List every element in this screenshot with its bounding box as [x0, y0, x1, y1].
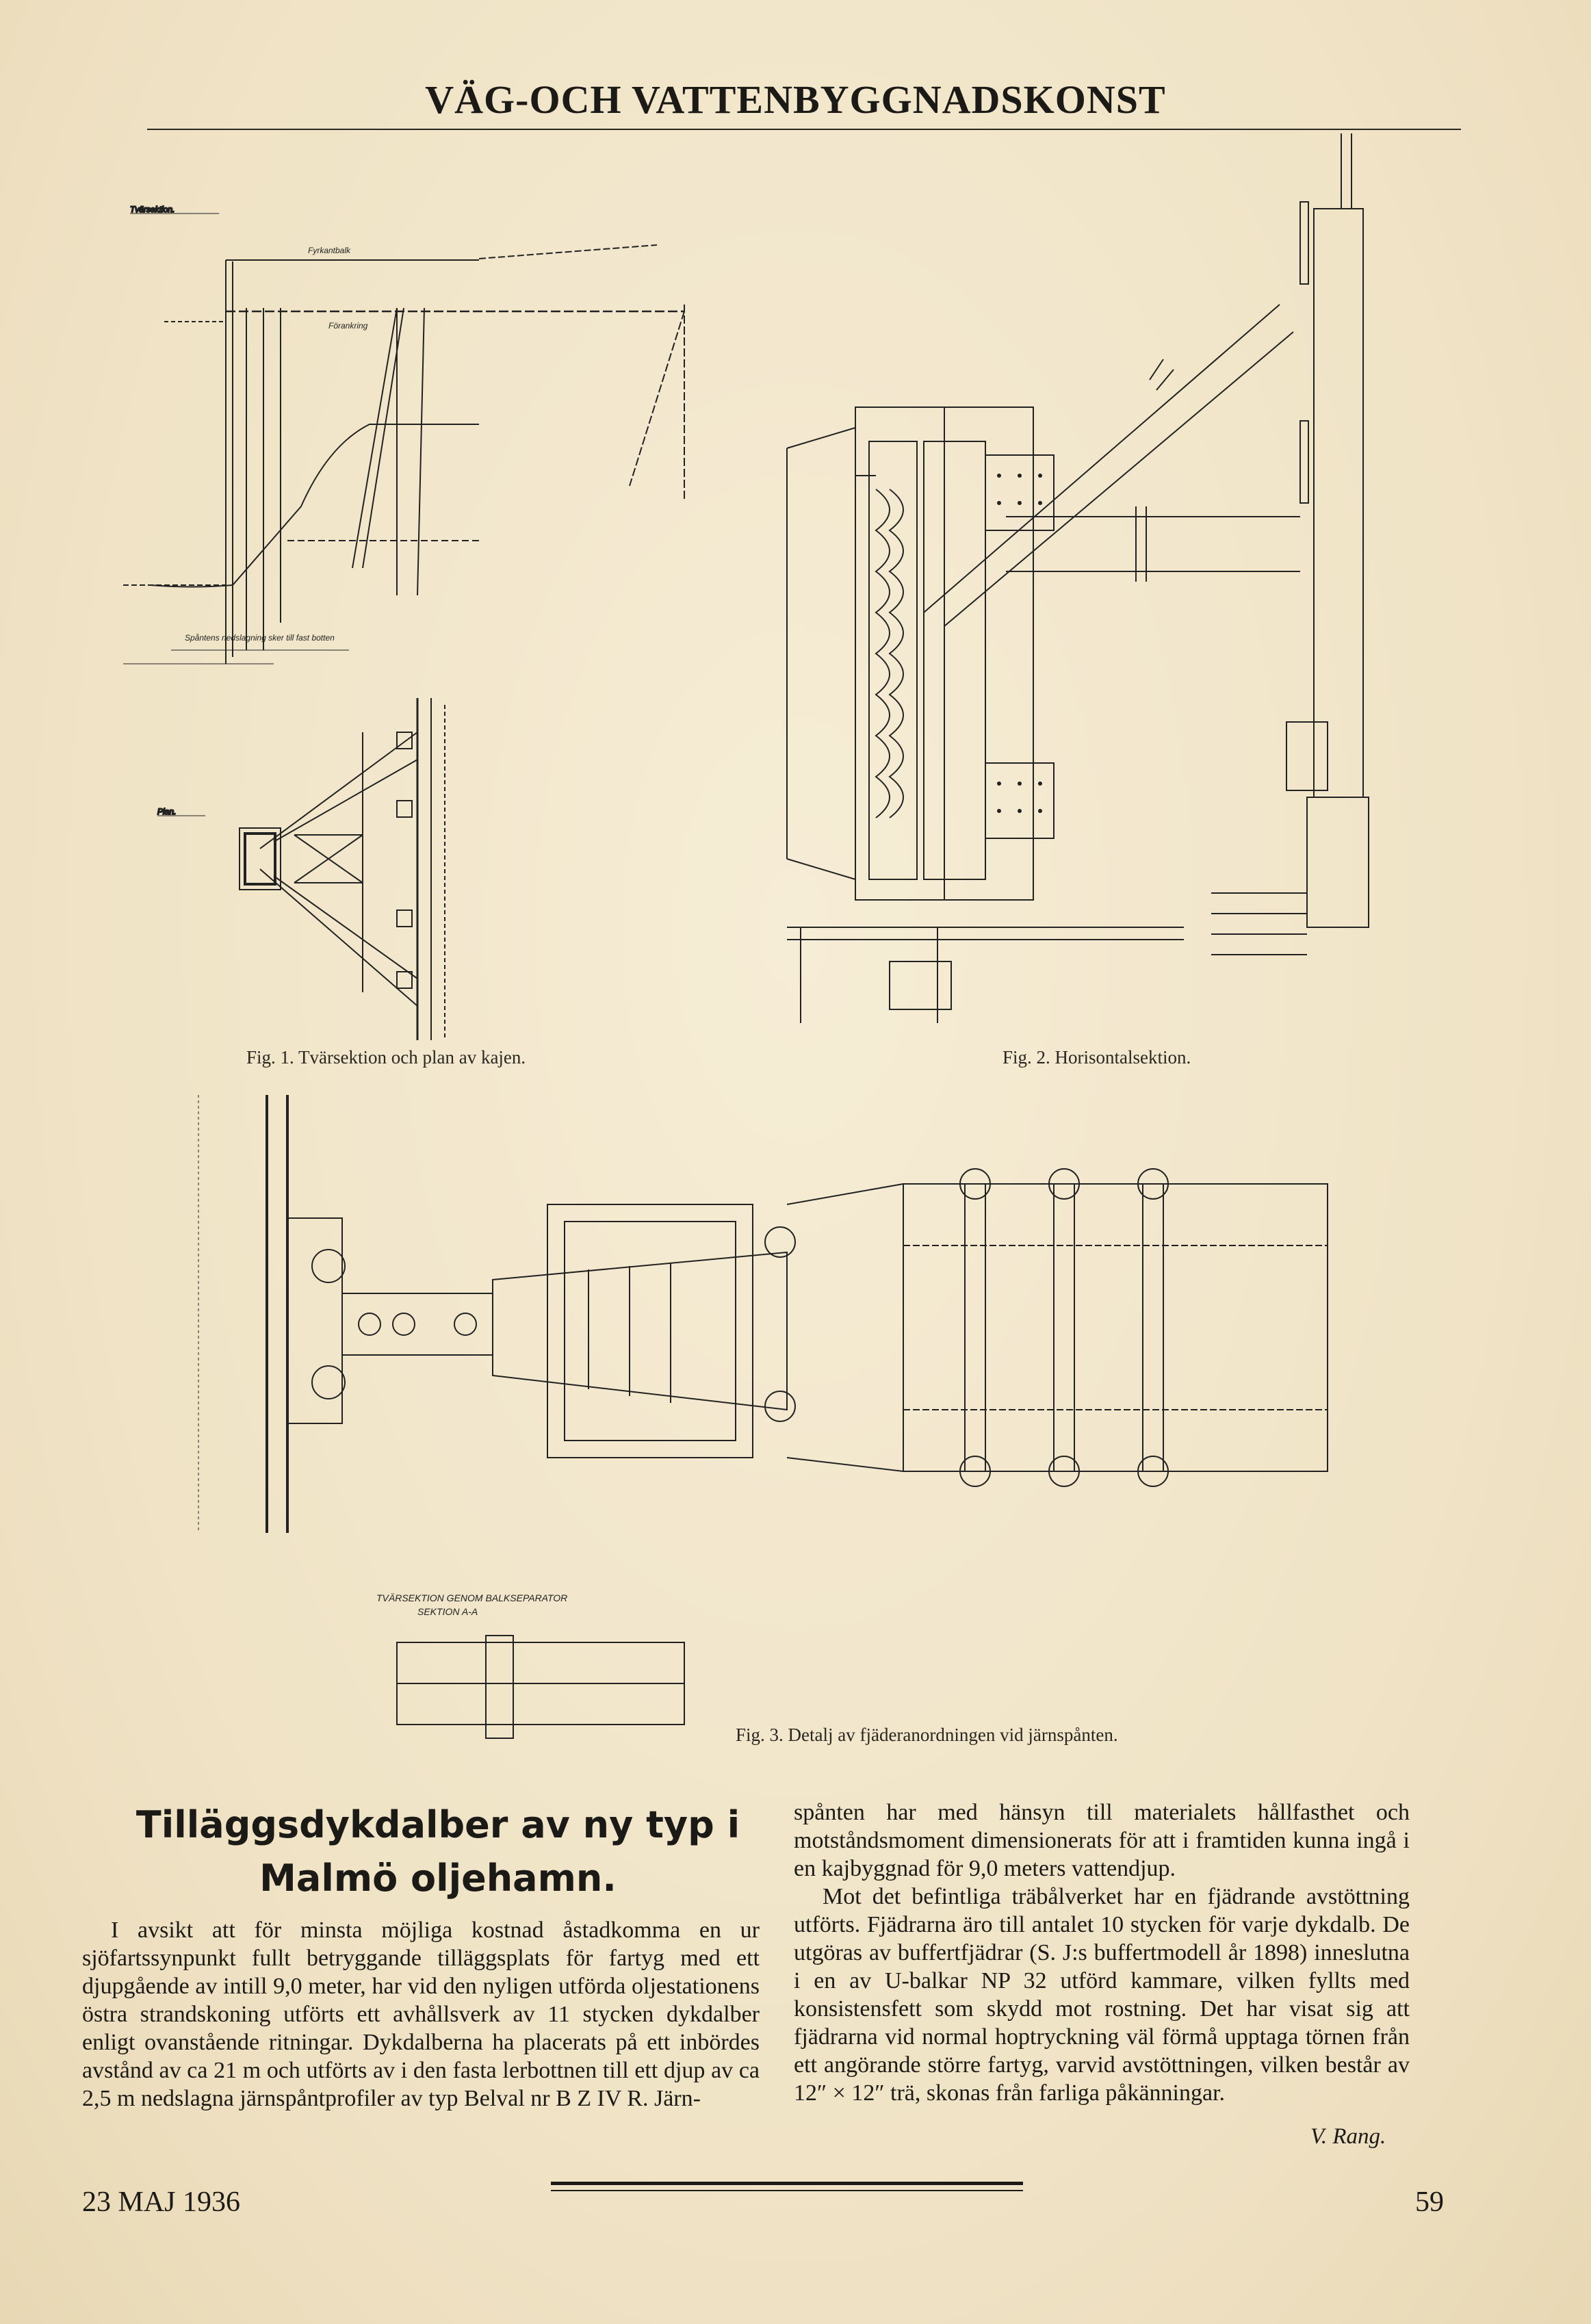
fig2-caption: Fig. 2. Horisontalsektion.	[1003, 1047, 1191, 1068]
page-number: 59	[1415, 2186, 1444, 2218]
fig1-section-label: Tvärsektion.	[130, 205, 174, 214]
fig1-cross-section: Tvärsektion. Spåntens nedslagning sker t…	[123, 204, 685, 664]
right-column: spånten har med hänsyn till materialets …	[794, 1798, 1410, 2107]
right-paragraph-2: Mot det befintliga träbålverket har en f…	[794, 1884, 1410, 2106]
fig1-plan-label: Plan.	[157, 807, 176, 816]
svg-text:Fyrkantbalk: Fyrkantbalk	[308, 246, 351, 255]
right-paragraph-1: spånten har med hänsyn till materialets …	[794, 1800, 1410, 1881]
fig1-plan: Plan.	[157, 698, 445, 1040]
article-title: Tilläggsdykdalber av ny typ i Malmö olje…	[135, 1803, 740, 1900]
left-column: I avsikt att för minsta möjliga kostnad …	[82, 1916, 760, 2113]
fig3-section-sub: SEKTION A-A	[417, 1606, 478, 1617]
footer-rule-thick	[551, 2182, 1023, 2185]
journal-title: VÄG-OCH VATTENBYGGNADSKONST	[425, 77, 1166, 122]
author-signature: V. Rang.	[1310, 2124, 1386, 2149]
fig2-horizontal-section	[786, 133, 1369, 1023]
footer-date: 23 MAJ 1936	[82, 2186, 241, 2218]
fig3-caption: Fig. 3. Detalj av fjäderanordningen vid …	[736, 1725, 1118, 1745]
fig3-section-title: TVÄRSEKTION GENOM BALKSEPARATOR	[376, 1592, 567, 1603]
fig1-caption: Fig. 1. Tvärsektion och plan av kajen.	[246, 1047, 526, 1068]
fig3-spring-detail: TVÄRSEKTION GENOM BALKSEPARATOR SEKTION …	[198, 1095, 1328, 1739]
svg-text:Förankring: Förankring	[328, 321, 368, 331]
header-rule	[147, 129, 1461, 130]
left-paragraph-1: I avsikt att för minsta möjliga kostnad …	[82, 1918, 760, 2111]
svg-text:Spåntens nedslagning sker till: Spåntens nedslagning sker till fast bott…	[185, 633, 335, 643]
footer-rule-thin	[551, 2190, 1023, 2191]
